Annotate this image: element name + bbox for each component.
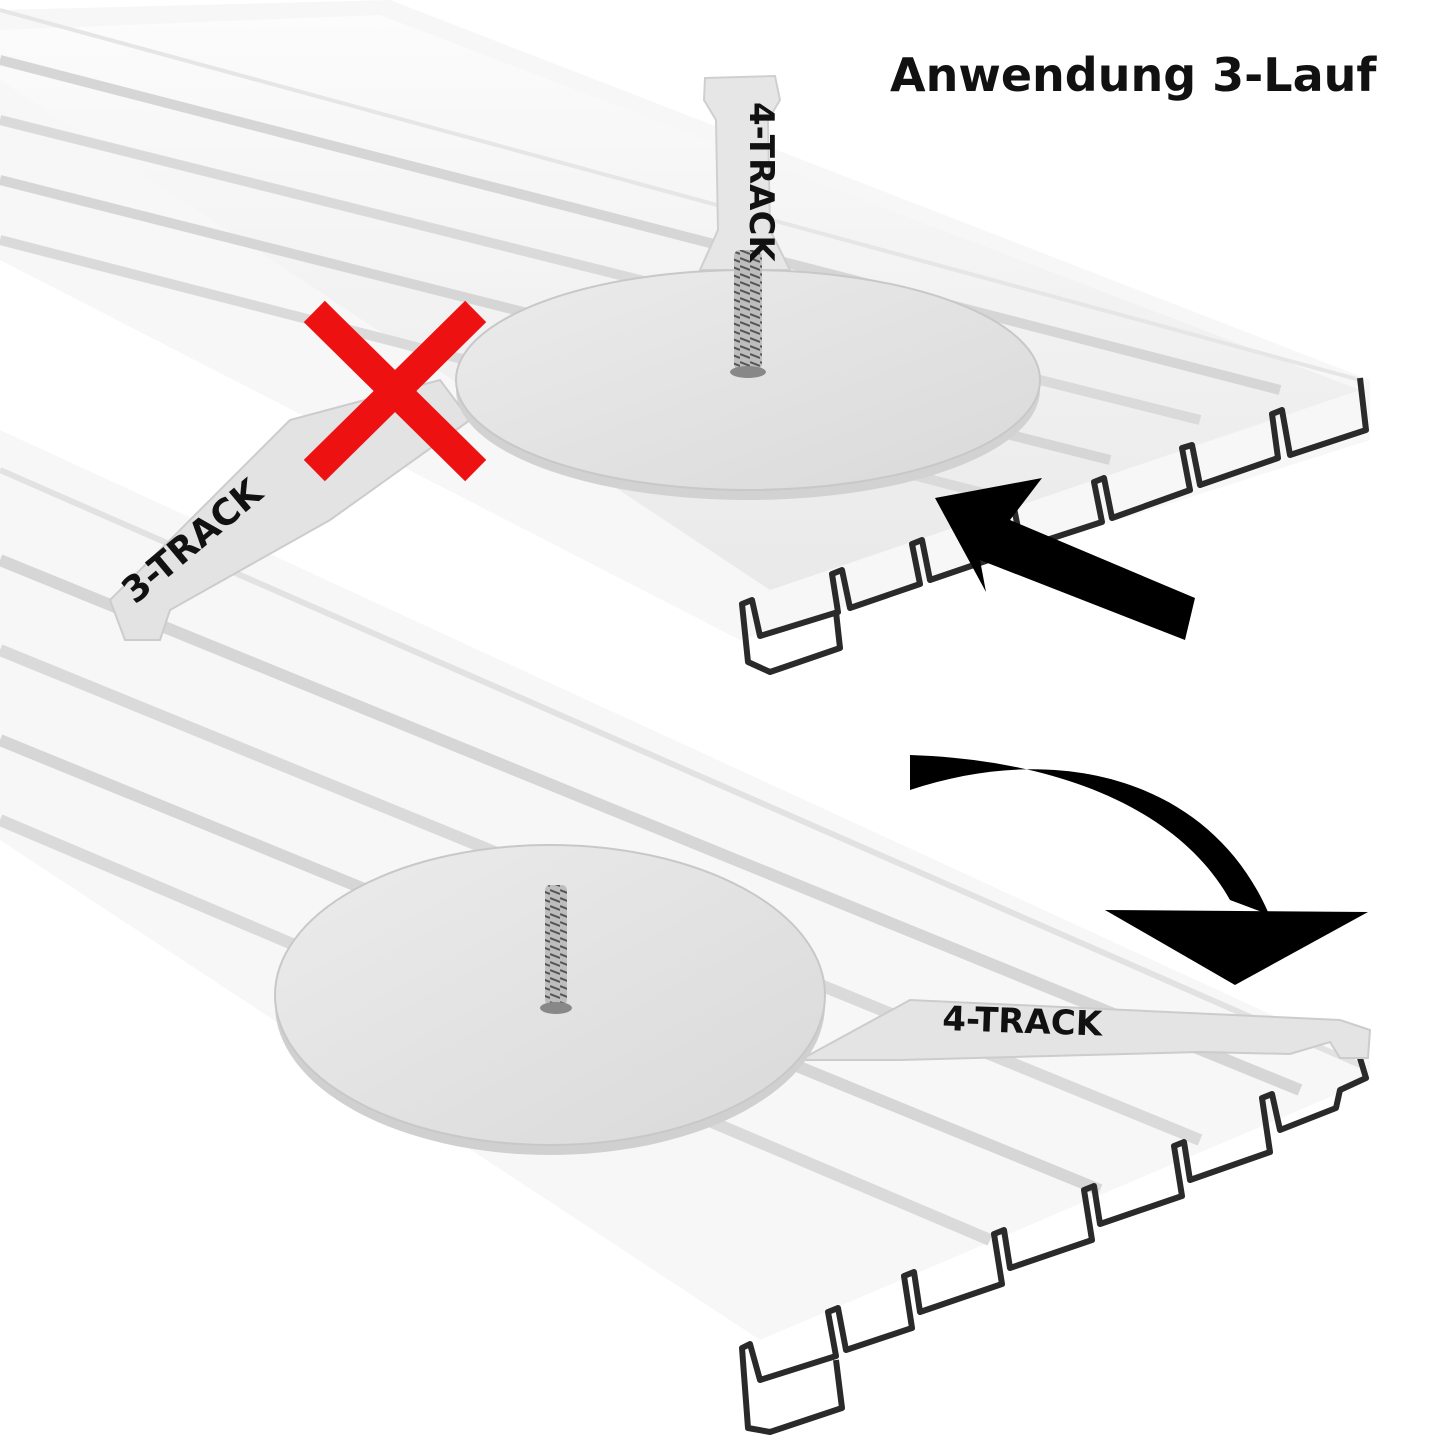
top-tab-4track-label: 4-TRACK bbox=[741, 102, 781, 263]
red-cross-icon bbox=[303, 300, 487, 482]
bottom-screw-icon bbox=[540, 885, 572, 1014]
curved-arrow-icon bbox=[910, 755, 1368, 985]
top-screw-icon bbox=[730, 250, 766, 378]
straight-arrow-icon bbox=[935, 478, 1195, 640]
page-title: Anwendung 3-Lauf bbox=[890, 48, 1377, 102]
bottom-rail-profile bbox=[739, 1057, 1369, 1435]
bottom-mounting-disc bbox=[274, 844, 1372, 1155]
top-mounting-disc bbox=[108, 74, 1041, 641]
bottom-tab-4track-label: 4-TRACK bbox=[942, 999, 1105, 1045]
